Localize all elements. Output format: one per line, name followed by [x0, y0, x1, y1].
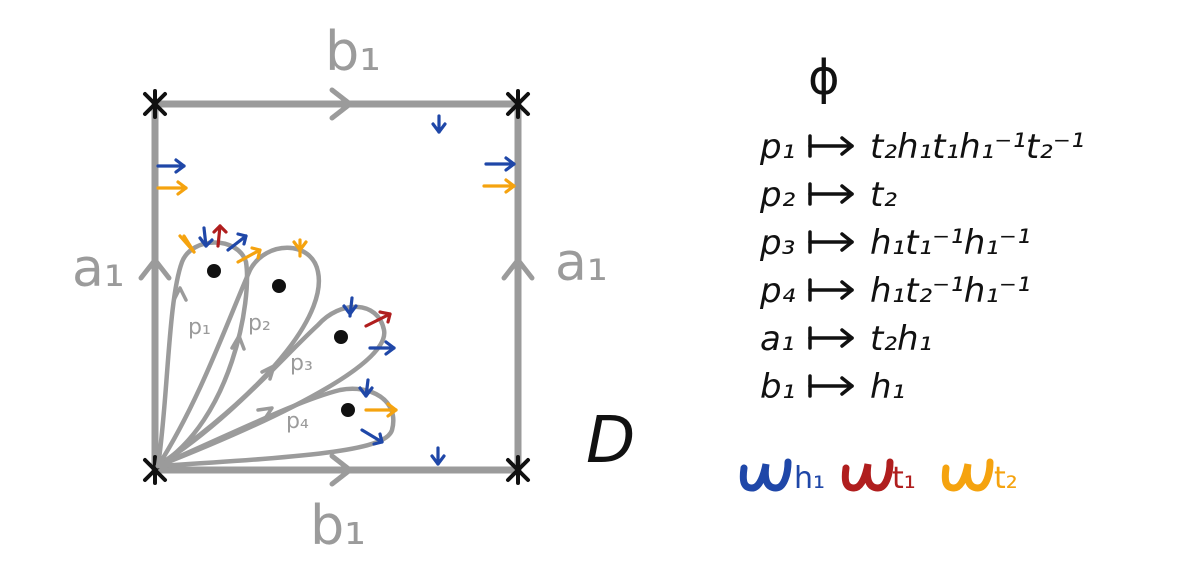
puncture-1 [207, 264, 221, 278]
edge-arrows [138, 87, 535, 487]
map-row-1-lhs: p₁ [759, 127, 795, 167]
marker-t2-p1b [236, 246, 262, 264]
vertex-star-top-left [143, 89, 167, 119]
vertex-star-top-right [506, 89, 530, 119]
marker-t2-p1 [178, 234, 196, 254]
maps-to-arrow-4 [808, 278, 854, 302]
legend-swirl-icon-h1 [739, 458, 792, 492]
maps-to-arrow-2 [808, 182, 854, 206]
label-b-top: b₁ [325, 20, 381, 83]
arrow-a-right [501, 257, 535, 281]
map-row-4: p₄ h₁t₂⁻¹h₁⁻¹ [759, 271, 1030, 311]
corner-vertices [143, 89, 530, 485]
arrow-p3 [260, 364, 276, 381]
map-row-1-rhs: t₂h₁t₁h₁⁻¹t₂⁻¹ [870, 127, 1084, 167]
puncture-3 [334, 330, 348, 344]
map-row-3: p₃ h₁t₁⁻¹h₁⁻¹ [759, 223, 1030, 263]
map-row-5: a₁ t₂h₁ [760, 319, 932, 359]
map-row-3-lhs: p₃ [759, 223, 795, 263]
puncture-4 [341, 403, 355, 417]
puncture-2 [272, 279, 286, 293]
arrow-p4 [256, 406, 274, 422]
arrow-b-bottom [329, 453, 353, 487]
map-row-5-rhs: t₂h₁ [870, 319, 932, 359]
maps-to-arrow-3 [808, 230, 854, 254]
marker-t2-right-edge [482, 178, 516, 194]
map-row-6-lhs: b₁ [760, 367, 795, 407]
marker-h1-p1b [226, 232, 248, 252]
map-row-2-lhs: p₂ [759, 175, 796, 215]
label-p4: p₄ [286, 409, 309, 434]
legend-item-t2: t₂ [941, 458, 1018, 496]
map-rows: p₁ t₂h₁t₁h₁⁻¹t₂⁻¹ p₂ t₂ p₃ h₁t₁⁻¹h₁⁻¹ p₄… [759, 127, 1084, 407]
marker-h1-bottom-edge [430, 446, 446, 466]
map-row-3-rhs: h₁t₁⁻¹h₁⁻¹ [870, 223, 1030, 263]
legend: h₁ t₁ t₂ [739, 458, 1018, 496]
marker-h1-p1 [198, 226, 214, 248]
loops [155, 240, 396, 469]
legend-swirl-icon-t2 [941, 458, 994, 492]
legend-item-t1: t₁ [841, 458, 916, 496]
label-p3: p₃ [290, 351, 313, 376]
map-row-4-lhs: p₄ [759, 271, 796, 311]
marker-h1-left-edge [156, 158, 186, 174]
legend-label-h1: h₁ [794, 461, 825, 496]
map-row-4-rhs: h₁t₂⁻¹h₁⁻¹ [870, 271, 1030, 311]
map-row-2: p₂ t₂ [759, 175, 897, 215]
legend-label-t2: t₂ [994, 461, 1018, 496]
arrow-p2 [230, 334, 246, 351]
marker-t1-p1 [212, 224, 228, 248]
square-edges [151, 100, 522, 474]
map-row-1: p₁ t₂h₁t₁h₁⁻¹t₂⁻¹ [759, 127, 1084, 167]
maps-to-arrow-5 [808, 326, 854, 350]
punctures [207, 264, 355, 417]
maps-to-arrow-1 [808, 134, 854, 158]
arrow-p1 [172, 286, 188, 302]
map-row-6: b₁ h₁ [760, 367, 905, 407]
marker-h1-right-edge [484, 156, 516, 172]
marker-h1-p4b [360, 428, 384, 446]
map-row-2-rhs: t₂ [870, 175, 897, 215]
marker-h1-p3b [368, 340, 396, 356]
map-row-5-lhs: a₁ [760, 319, 794, 359]
legend-item-h1: h₁ [739, 458, 825, 496]
label-region-d: D [586, 404, 635, 478]
marker-t2-p2 [292, 238, 308, 258]
map-row-6-rhs: h₁ [870, 367, 905, 407]
label-b-bottom: b₁ [310, 494, 366, 557]
label-a-left: a₁ [72, 239, 125, 299]
arrow-b-top [329, 87, 353, 121]
marker-t2-p4 [364, 402, 398, 418]
marker-h1-p4 [358, 378, 374, 398]
vertex-star-bottom-right [506, 455, 530, 485]
legend-swirl-icon-t1 [841, 458, 894, 492]
arrow-a-left [138, 257, 172, 281]
loop-p4 [155, 386, 396, 469]
color-markers [156, 114, 516, 466]
legend-label-t1: t₁ [892, 461, 916, 496]
marker-h1-top-edge [431, 114, 447, 134]
marker-t1-p3 [364, 310, 392, 328]
label-a-right: a₁ [555, 233, 608, 293]
maps-to-arrow-6 [808, 374, 854, 398]
marker-t2-left-edge [156, 180, 188, 196]
label-p1: p₁ [188, 315, 211, 340]
label-p2: p₂ [248, 311, 271, 336]
map-title-phi: ϕ [808, 50, 840, 106]
marker-h1-p3 [342, 296, 358, 318]
